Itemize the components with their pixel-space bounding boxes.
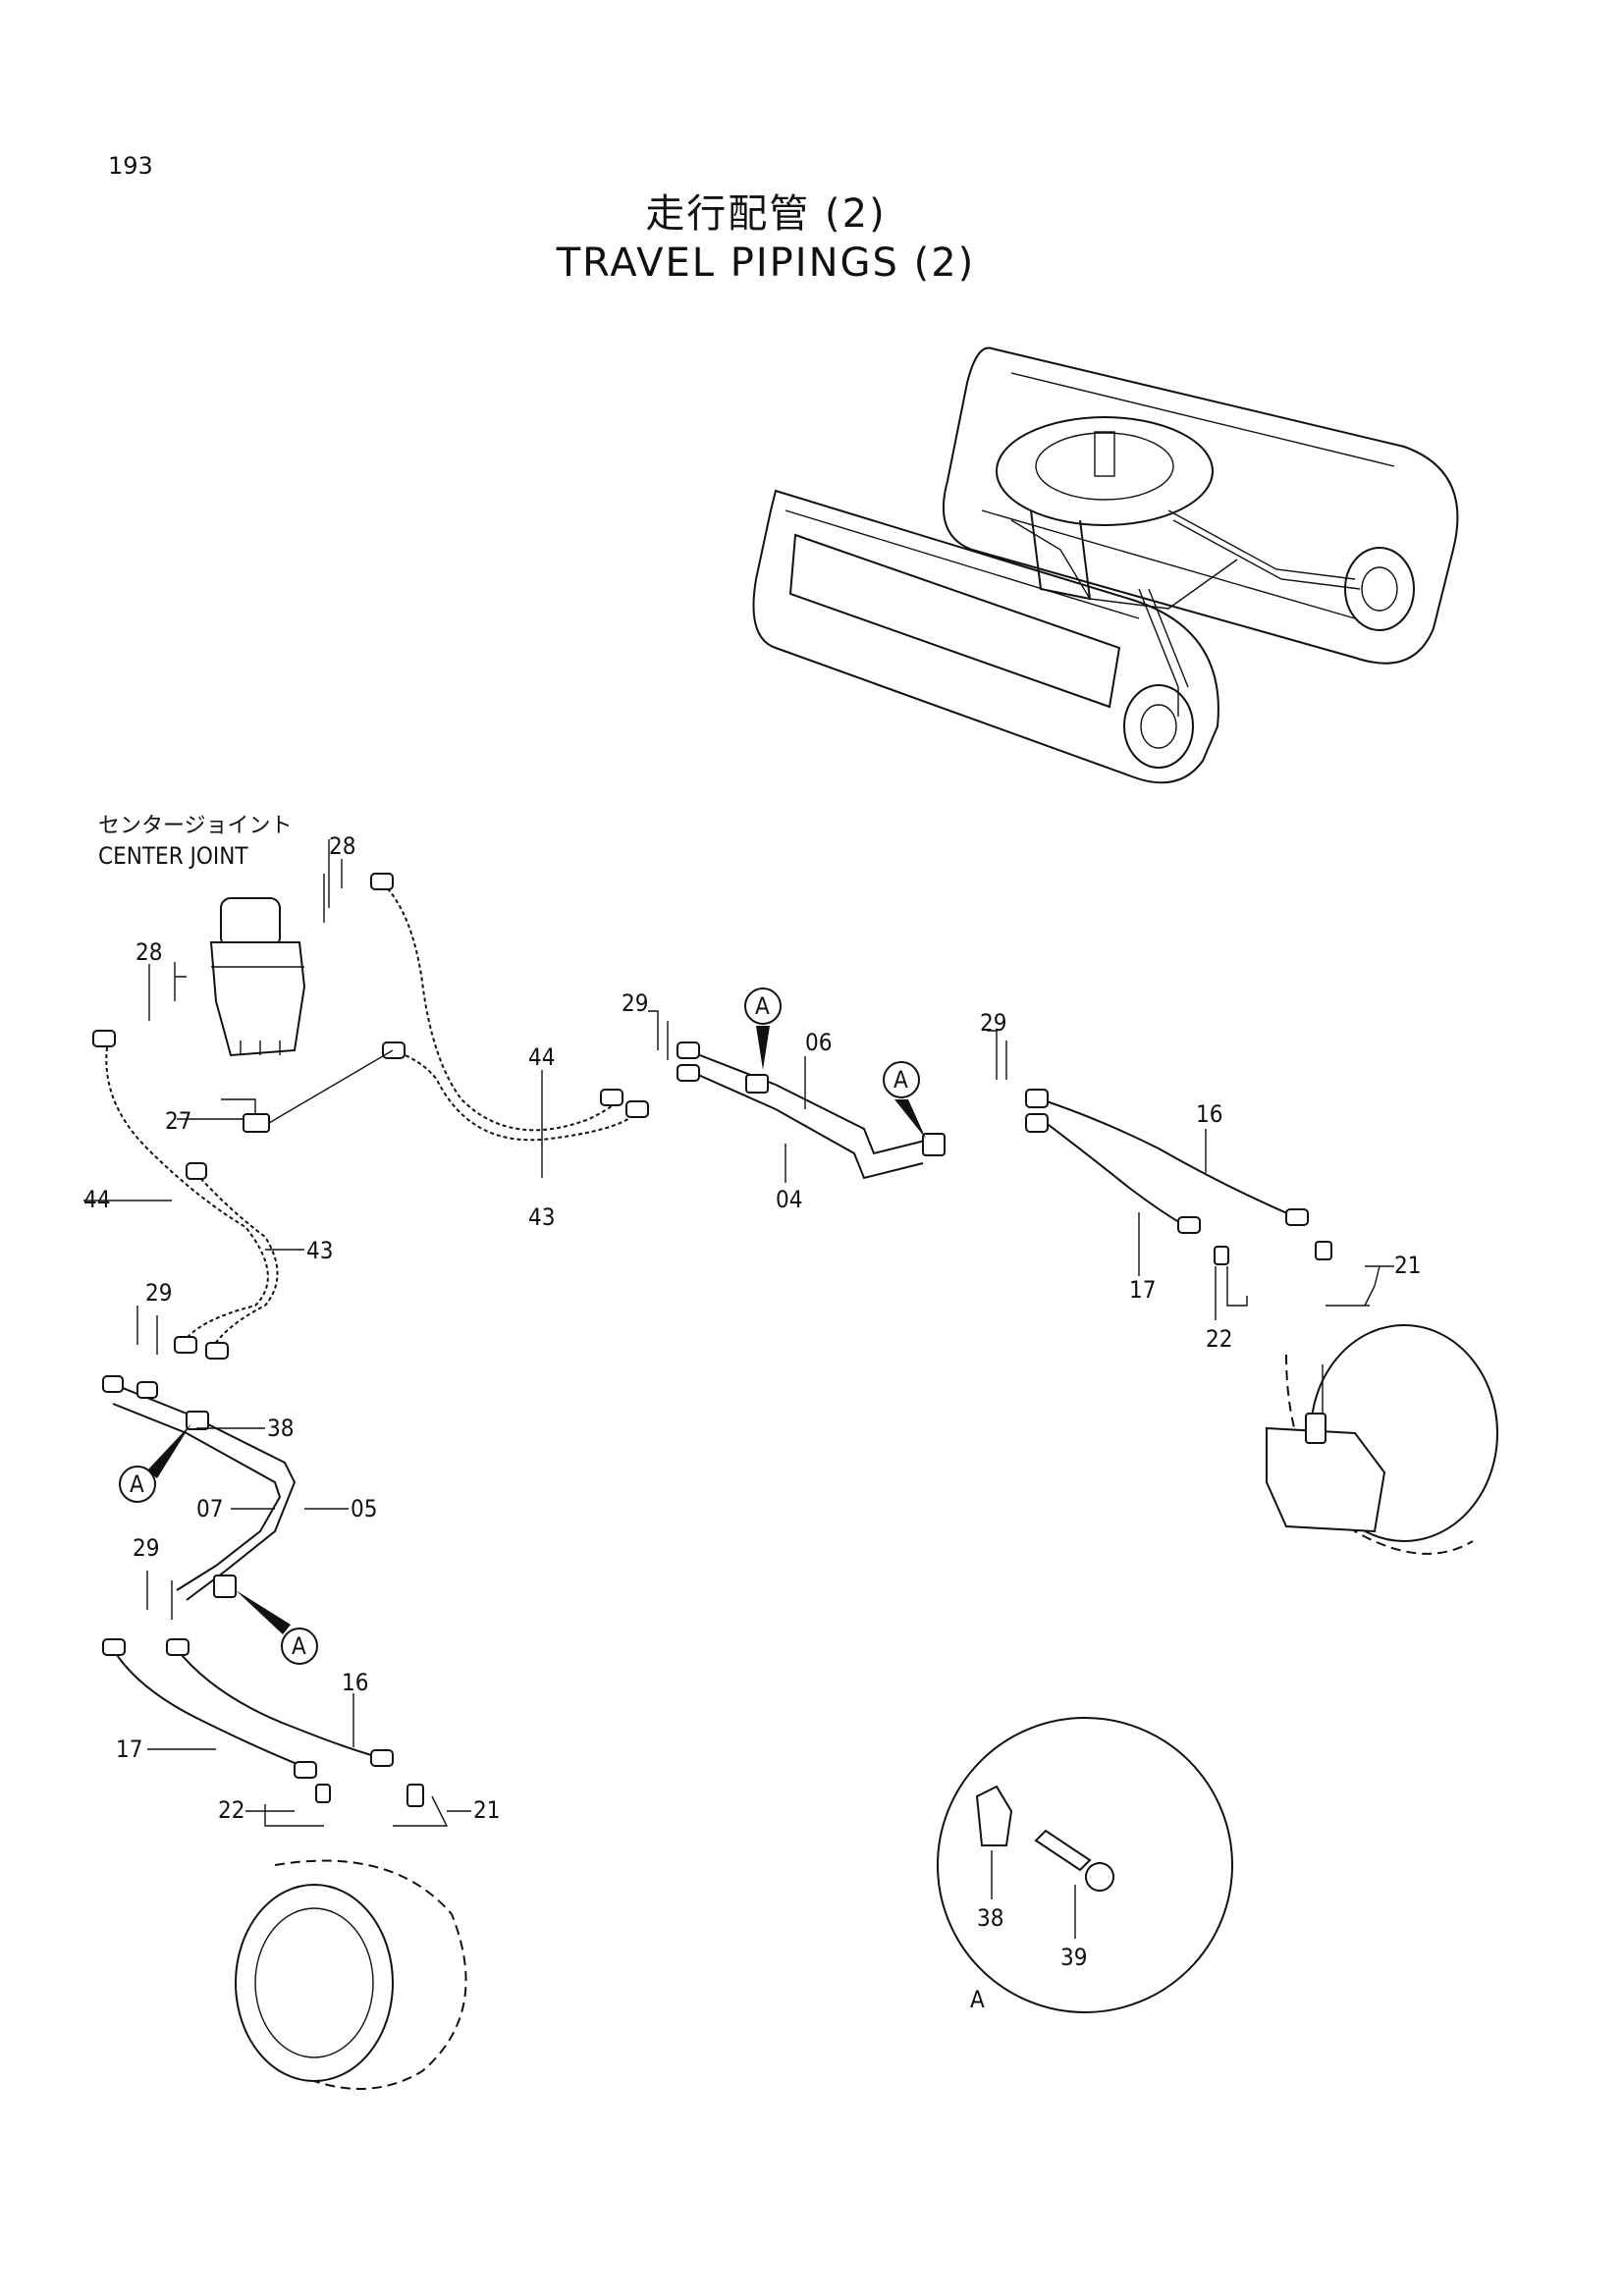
detail-marker-3: A bbox=[119, 1423, 191, 1503]
travel-motor-right bbox=[1266, 1324, 1498, 1555]
svg-text:A: A bbox=[130, 1470, 144, 1498]
callout-07: 07 bbox=[196, 1495, 223, 1522]
center-joint bbox=[209, 897, 306, 1057]
callout-16: 16 bbox=[342, 1669, 368, 1696]
callout-38: 38 bbox=[977, 1904, 1003, 1932]
callout-29: 29 bbox=[145, 1279, 172, 1307]
callout-04: 04 bbox=[776, 1186, 802, 1213]
callout-21: 21 bbox=[1394, 1252, 1421, 1279]
undercarriage-illustration bbox=[752, 347, 1459, 784]
svg-text:A: A bbox=[755, 992, 770, 1020]
hose-assembly-left bbox=[92, 1030, 279, 1360]
hoses-right bbox=[1025, 1089, 1332, 1265]
callout-29: 29 bbox=[622, 989, 648, 1017]
detail-view-a bbox=[937, 1717, 1233, 2013]
steel-pipes-upper bbox=[677, 1041, 946, 1180]
callout-21: 21 bbox=[473, 1796, 500, 1824]
oring-bracket-group bbox=[136, 839, 1380, 1827]
leader-lines bbox=[83, 859, 1394, 1812]
svg-text:A: A bbox=[893, 1066, 908, 1094]
callout-17: 17 bbox=[1129, 1276, 1156, 1304]
center-joint-label-en: CENTER JOINT bbox=[98, 842, 248, 870]
title-japanese: 走行配管 (2) bbox=[645, 191, 887, 237]
callout-06: 06 bbox=[805, 1029, 832, 1056]
callout-38: 38 bbox=[267, 1415, 294, 1442]
callout-39: 39 bbox=[1060, 1944, 1087, 1971]
callout-28: 28 bbox=[135, 938, 162, 966]
callout-labels: 28 28 27 44 43 44 43 29 06 04 29 16 17 2… bbox=[83, 832, 1421, 1971]
callout-28: 28 bbox=[329, 832, 355, 860]
callout-44: 44 bbox=[528, 1043, 555, 1071]
callout-22: 22 bbox=[1206, 1325, 1232, 1353]
callout-29: 29 bbox=[133, 1534, 159, 1562]
steel-pipes-lower bbox=[102, 1375, 297, 1601]
callout-16: 16 bbox=[1196, 1100, 1222, 1128]
callout-29: 29 bbox=[980, 1009, 1006, 1037]
callout-05: 05 bbox=[351, 1495, 377, 1522]
detail-marker-2: A bbox=[883, 1061, 926, 1139]
detail-marker-4: A bbox=[236, 1590, 318, 1665]
callout-22: 22 bbox=[218, 1796, 244, 1824]
hoses-lower bbox=[102, 1638, 424, 1807]
callout-43: 43 bbox=[528, 1203, 555, 1231]
travel-motor-left bbox=[235, 1859, 467, 2090]
callout-44: 44 bbox=[83, 1186, 110, 1213]
callout-17: 17 bbox=[116, 1735, 142, 1763]
detail-marker-1: A bbox=[744, 988, 782, 1070]
detail-view-label: A bbox=[970, 1986, 985, 2013]
callout-43: 43 bbox=[306, 1237, 333, 1264]
title-english: TRAVEL PIPINGS (2) bbox=[556, 240, 976, 286]
hose-assembly-center bbox=[370, 873, 649, 1142]
center-joint-label-jp: センタージョイント bbox=[98, 814, 293, 838]
tee-fitting-27 bbox=[243, 1049, 394, 1133]
svg-text:A: A bbox=[292, 1632, 306, 1660]
page-number: 193 bbox=[108, 152, 153, 180]
callout-27: 27 bbox=[165, 1107, 191, 1135]
